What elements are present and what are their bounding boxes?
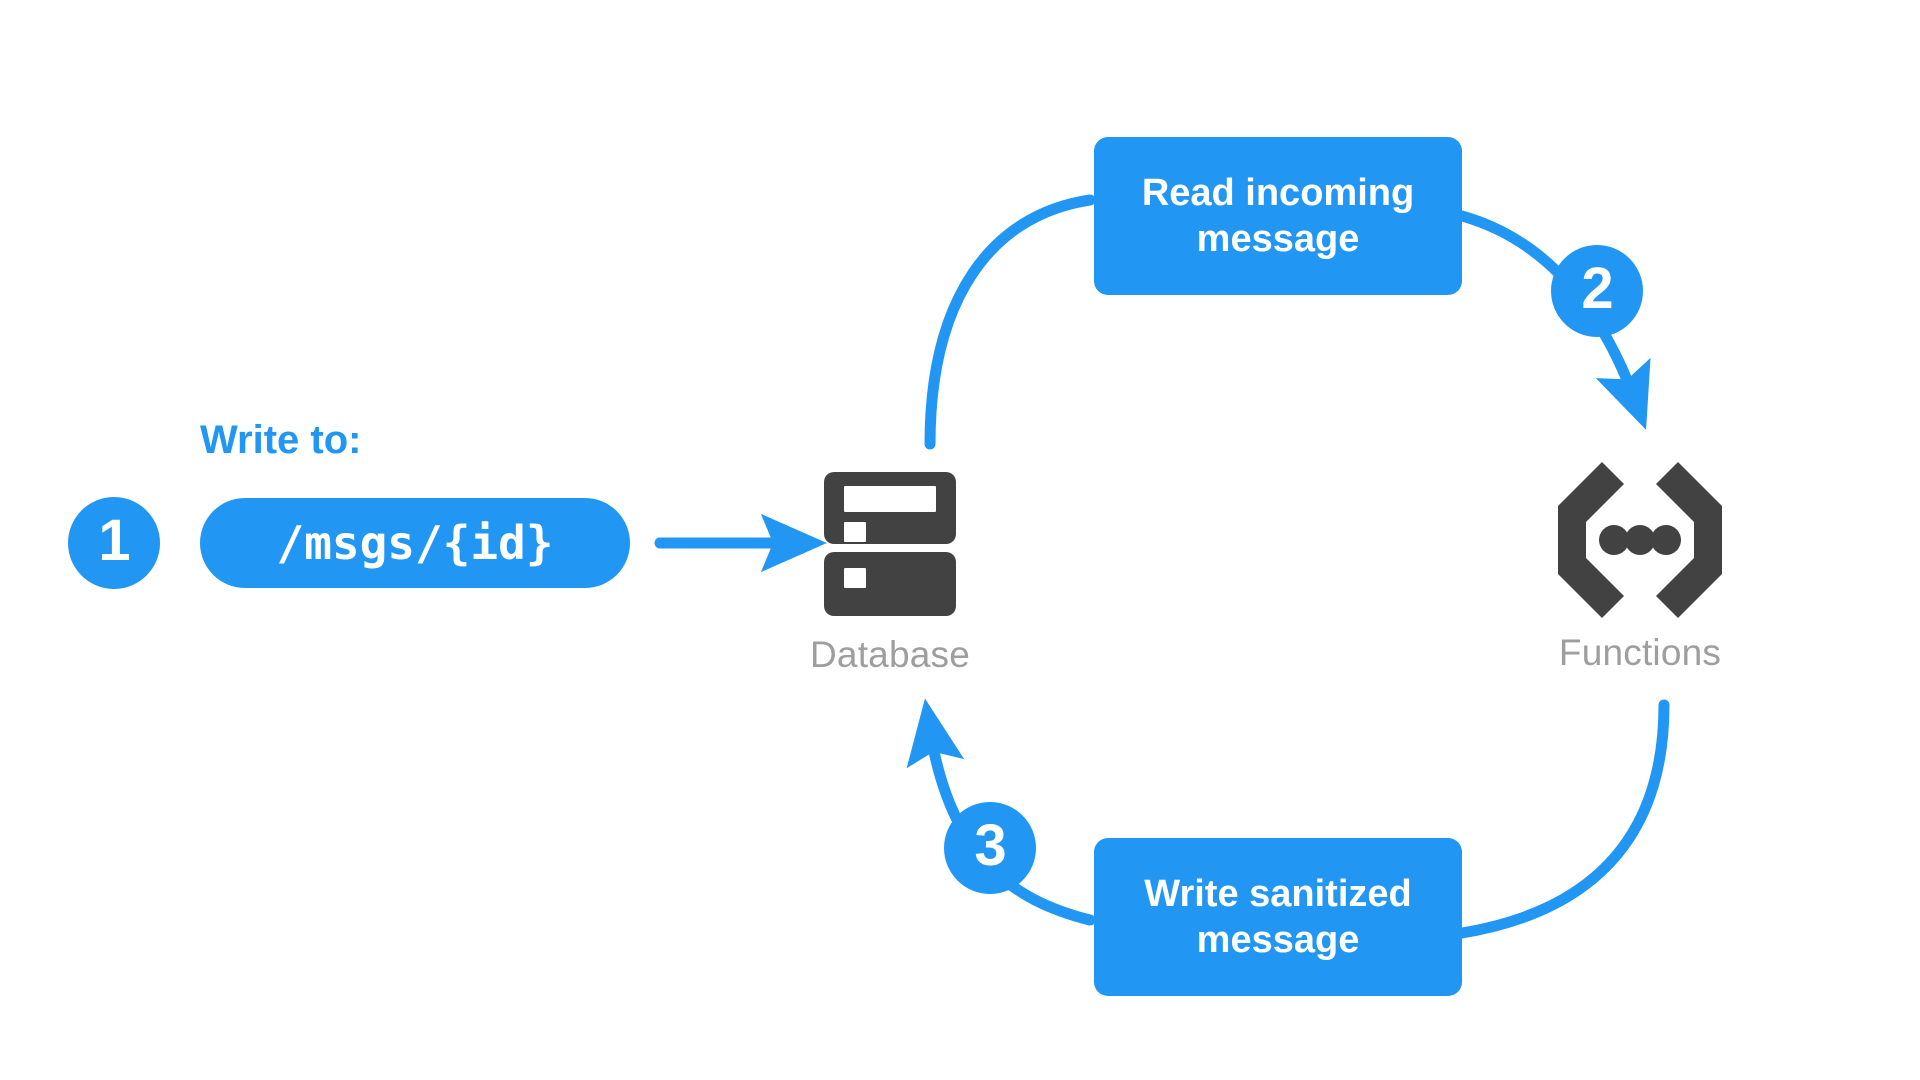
action-box-read-line2: message [1196, 218, 1360, 260]
action-box-read-label: Read incoming message [1142, 170, 1414, 263]
functions-braces-icon [1558, 462, 1722, 618]
action-box-write-line2: message [1196, 919, 1360, 961]
action-box-read-line1: Read incoming [1141, 171, 1415, 214]
database-caption: Database [810, 634, 970, 675]
connector-functions-to-write [1456, 699, 1670, 939]
action-box-write-line1: Write sanitized [1144, 872, 1412, 915]
node-database[interactable]: Database [790, 464, 990, 676]
step-badge-1-number: 1 [98, 508, 130, 573]
functions-caption: Functions [1558, 632, 1722, 673]
step-badge-2-number: 2 [1581, 256, 1613, 321]
action-box-write-label: Write sanitized message [1144, 871, 1411, 964]
step-badge-3-number: 3 [974, 813, 1006, 878]
action-box-read-incoming-message[interactable]: Read incoming message [1094, 137, 1462, 295]
database-path-text: /msgs/{id} [276, 516, 554, 570]
write-to-label: Write to: [200, 418, 362, 462]
database-path-pill[interactable]: /msgs/{id} [200, 498, 630, 588]
step-badge-2: 2 [1551, 245, 1643, 337]
step-badge-3: 3 [944, 802, 1036, 894]
action-box-write-sanitized-message[interactable]: Write sanitized message [1094, 838, 1462, 996]
step-badge-1: 1 [68, 497, 160, 589]
connector-database-to-read [924, 194, 1096, 450]
node-functions[interactable]: Functions [1530, 458, 1750, 674]
database-icon [824, 472, 956, 616]
